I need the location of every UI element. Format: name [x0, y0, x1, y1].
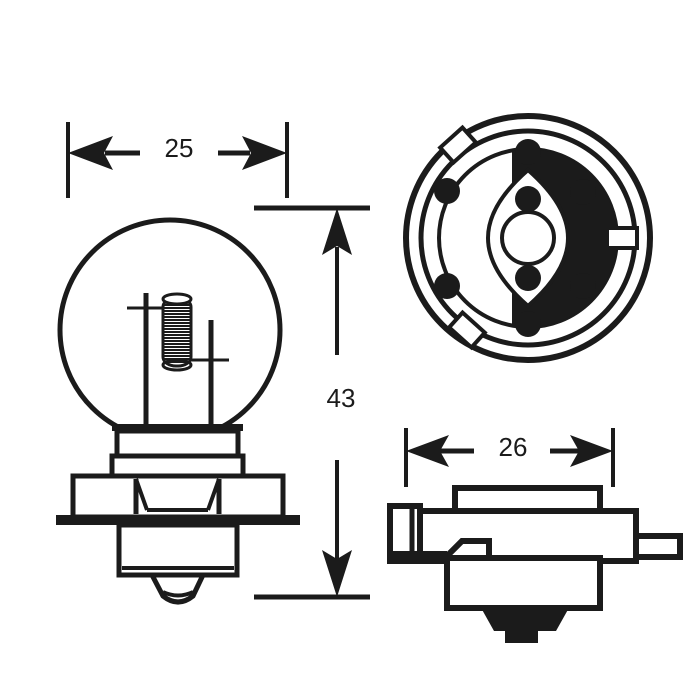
dim25-arrowhead-right	[242, 136, 287, 170]
base-contact-hole	[515, 139, 541, 165]
base-end-view	[403, 113, 653, 363]
base-contact-tip-seam	[162, 590, 194, 598]
base-center-aperture	[500, 210, 556, 266]
side-right-extension-tab	[633, 533, 683, 560]
stem-plate	[112, 424, 243, 431]
base-contact-hole	[570, 273, 596, 299]
dim25-label: 25	[165, 133, 194, 163]
dimension-26-group: 26	[404, 428, 615, 487]
side-left-extension-tab	[387, 551, 447, 558]
dimension-43-group: 43	[254, 205, 370, 600]
flange-chamfer-left	[134, 478, 149, 511]
dim43-label: 43	[327, 383, 356, 413]
filament-coil-bottom-cap	[161, 358, 193, 372]
filament-coil-turns	[164, 301, 190, 363]
base-keyway-notch	[437, 124, 479, 166]
base-collar-upper	[114, 428, 241, 459]
base-keyway-notch	[446, 309, 488, 351]
base-keyway-notch	[605, 226, 639, 250]
base-contact-tip	[147, 572, 207, 605]
base-side-view	[387, 485, 683, 643]
dim25-arrowhead-left	[68, 136, 113, 170]
dim26-label: 26	[499, 432, 528, 462]
base-flange-rim	[56, 515, 300, 525]
base-lens-hole	[515, 265, 541, 291]
dimension-25-group: 25	[66, 122, 289, 198]
filament-coil-top-cap	[161, 292, 193, 306]
base-contact-hole	[434, 273, 460, 299]
front-elevation-view	[56, 217, 300, 605]
dim26-arrowhead-left	[406, 435, 449, 467]
side-skirt	[444, 555, 603, 611]
dim26-arrowhead-right	[570, 435, 613, 467]
dim43-arrowhead-top	[322, 208, 352, 255]
flange-chamfer-right	[206, 478, 221, 511]
base-contact-hole	[434, 178, 460, 204]
dim43-arrowhead-bottom	[322, 550, 352, 597]
side-contact-pin	[480, 606, 570, 643]
base-contact-hole	[515, 311, 541, 337]
base-contact-hole	[570, 179, 596, 205]
base-lens-hole	[515, 186, 541, 212]
